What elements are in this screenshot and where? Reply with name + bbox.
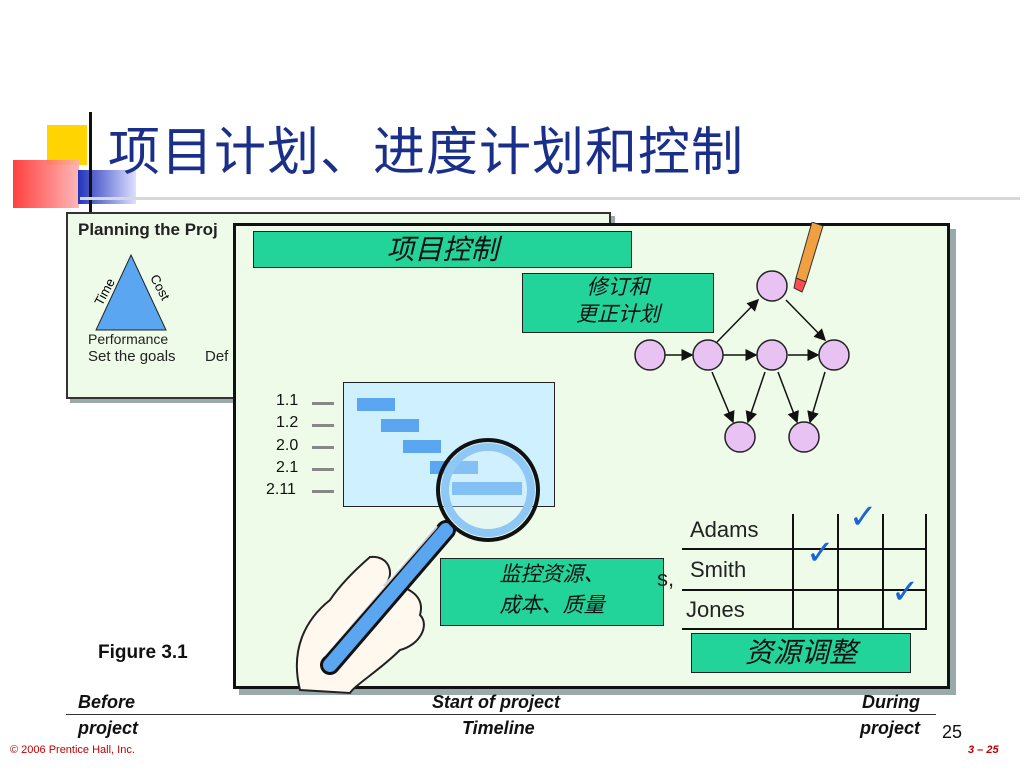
gantt-dash — [312, 490, 334, 493]
resource-name: Smith — [690, 557, 747, 582]
gantt-bar — [452, 482, 522, 495]
network-node — [756, 270, 788, 302]
wbs-code: 2.0 — [276, 437, 299, 454]
deco-red-square — [13, 160, 79, 208]
edge-d-br — [807, 371, 826, 424]
network-node — [692, 339, 724, 371]
project-control-label: 项目控制 — [253, 231, 632, 268]
revise-plan-label: 修订和 更正计划 — [522, 273, 714, 333]
timeline-start-1: Start of project — [432, 692, 561, 712]
planning-heading: Planning the Proj — [78, 220, 218, 239]
resource-name: Adams — [690, 517, 759, 542]
gantt-dash — [312, 446, 334, 449]
gantt-bar — [357, 398, 395, 411]
gantt-bar — [403, 440, 441, 453]
triangle-shape — [95, 253, 167, 331]
triangle-diagram: Time Cost — [91, 253, 173, 331]
pencil-icon — [793, 222, 824, 293]
gantt-bar — [381, 419, 419, 432]
set-goals-text: Set the goals — [88, 348, 176, 365]
gantt-dash — [312, 424, 334, 427]
timeline-during-2: project — [860, 718, 921, 738]
deco-yellow-square — [47, 125, 87, 165]
figure-label: Figure 3.1 — [98, 642, 188, 663]
timeline-line — [66, 714, 936, 715]
revise-line-1: 修订和 — [586, 275, 650, 299]
edge-b-top — [716, 298, 760, 343]
edge-top-d — [785, 299, 827, 342]
network-node — [634, 339, 666, 371]
magnifier-lens — [436, 438, 540, 542]
wbs-code: 2.11 — [266, 481, 296, 498]
network-diagram — [634, 270, 850, 453]
copyright-text: © 2006 Prentice Hall, Inc. — [10, 744, 135, 756]
timeline-during-1: During — [862, 692, 920, 712]
page-title: 项目计划、进度计划和控制 — [108, 123, 745, 183]
check-icon: ✓ — [891, 572, 920, 612]
wbs-code: 2.1 — [276, 459, 299, 476]
network-node — [724, 421, 756, 453]
def-text: Def — [205, 348, 229, 365]
wbs-code: 1.1 — [276, 392, 299, 409]
revise-line-2: 更正计划 — [576, 302, 660, 326]
deco-vertical-line — [89, 112, 92, 212]
title-divider — [80, 197, 1020, 200]
edge-c-br — [777, 371, 799, 424]
check-icon: ✓ — [849, 497, 878, 537]
edge-c-bl — [745, 371, 766, 424]
page-number: 25 — [942, 722, 963, 742]
partial-text: s, — [657, 566, 675, 591]
network-node — [818, 339, 850, 371]
monitor-label: 监控资源、 成本、质量 — [440, 558, 664, 626]
magnifier-icon — [295, 438, 540, 695]
check-icon: ✓ — [806, 533, 835, 573]
network-node — [788, 421, 820, 453]
resource-name: Jones — [686, 597, 745, 622]
timeline-start-2: Timeline — [462, 718, 535, 738]
resource-adjust-label: 资源调整 — [691, 633, 911, 673]
wbs-code: 1.2 — [276, 414, 299, 431]
network-node — [756, 339, 788, 371]
monitor-line-1: 监控资源、 — [499, 562, 605, 586]
resource-grid — [682, 510, 927, 630]
triangle-label-performance: Performance — [88, 331, 169, 347]
gantt-dash — [312, 402, 334, 405]
edge-b-bl — [711, 371, 735, 424]
timeline-before-2: project — [78, 718, 139, 738]
gantt-dash — [312, 468, 334, 471]
timeline-before-1: Before — [78, 692, 136, 712]
monitor-line-2: 成本、质量 — [499, 593, 605, 617]
slide-reference: 3 – 25 — [968, 744, 999, 756]
